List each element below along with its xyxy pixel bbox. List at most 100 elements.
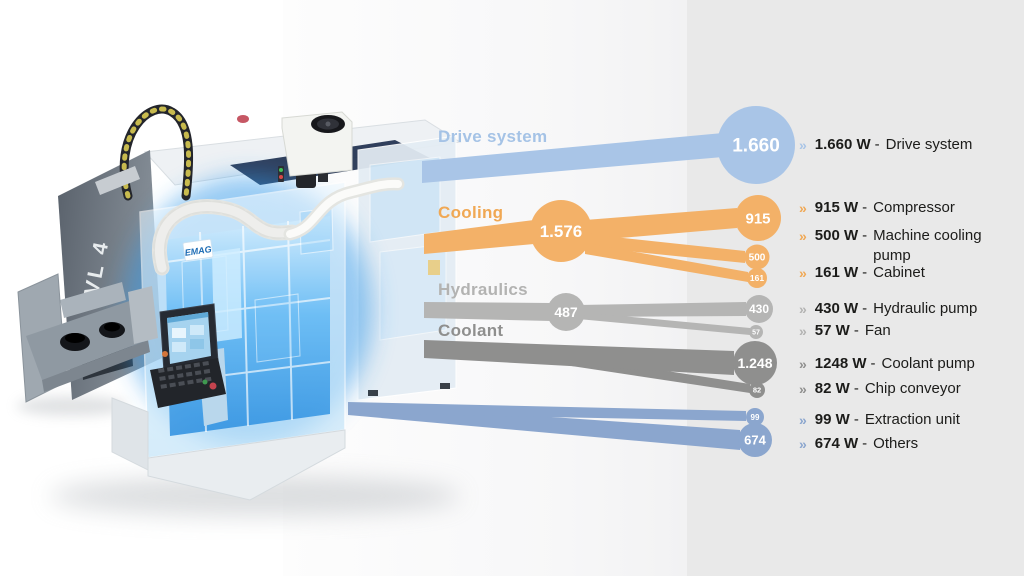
legend-desc: Others	[873, 435, 919, 452]
signal-red	[279, 175, 283, 179]
machine-base	[147, 429, 346, 501]
legend-dash: -	[862, 300, 868, 317]
platform-side	[128, 286, 158, 344]
cabinet-foot	[368, 390, 378, 396]
node-drive-total	[717, 106, 795, 184]
node-extraction-unit-value: 99	[751, 413, 760, 422]
legend-value: 430 W	[814, 300, 859, 317]
node-extraction-unit	[746, 408, 764, 426]
node-cabinet-value: 161	[750, 273, 764, 283]
legend-dash: -	[862, 435, 868, 452]
node-cabinet	[747, 268, 767, 288]
legend-value: 500 W	[814, 227, 859, 244]
fan-hub	[325, 121, 331, 127]
red-cap	[237, 115, 249, 123]
flow-bands-hydraulics	[424, 302, 750, 335]
node-compressor-value: 915	[745, 210, 770, 227]
legend-desc: Chip conveyor	[864, 380, 961, 397]
node-chip-conveyor	[749, 382, 765, 398]
legend-marker: »	[799, 356, 807, 372]
suction-foot-top	[104, 322, 120, 332]
platform-arm	[60, 282, 126, 318]
node-cooling-total-value: 1.576	[540, 222, 583, 241]
flow-label-coolant: Coolant	[438, 321, 504, 340]
legend-value: 82 W	[814, 380, 850, 397]
signal-green	[279, 168, 283, 172]
legend-value: 57 W	[814, 322, 850, 339]
legend-dash: -	[853, 322, 859, 339]
legend-marker: »	[799, 323, 807, 339]
flow-label-hydraulics: Hydraulics	[438, 280, 528, 299]
legend-value: 915 W	[814, 199, 859, 216]
legend-row-cabinet: » 161 W - Cabinet	[799, 263, 925, 283]
node-hydraulic-pump	[745, 295, 773, 323]
platform-shadow	[17, 396, 127, 416]
legend-value: 1.660 W	[814, 136, 871, 153]
machine-base-left	[111, 397, 149, 471]
legend-marker: »	[799, 412, 807, 428]
cabinet-foot	[440, 383, 450, 389]
legend-value: 161 W	[814, 264, 859, 281]
flow-bands-coolant	[424, 340, 750, 393]
legend-row-drive-system: » 1.660 W - Drive system	[799, 135, 972, 155]
brand-logo-text: EMAG	[184, 244, 212, 258]
legend-row-hydraulic-pump: » 430 W - Hydraulic pump	[799, 299, 977, 319]
node-machine-cooling-pump-value: 500	[749, 253, 766, 264]
keyboard-keys	[158, 361, 212, 389]
flow-bands-misc	[348, 402, 746, 450]
suction-foot-top	[65, 333, 85, 343]
flow-label-cooling: Cooling	[438, 203, 504, 222]
right-panel-background	[687, 0, 1024, 576]
legend-desc: Fan	[864, 322, 891, 339]
legend-row-compressor: » 915 W - Compressor	[799, 198, 955, 218]
node-others-value: 674	[744, 433, 766, 448]
legend-row-others: » 674 W - Others	[799, 434, 918, 454]
legend-desc: Extraction unit	[864, 411, 960, 428]
node-drive-total-value: 1.660	[732, 136, 780, 157]
node-hydraulics-total-value: 487	[554, 304, 578, 320]
legend-dash: -	[853, 411, 859, 428]
legend-desc: Coolant pump	[881, 355, 975, 372]
node-others	[738, 423, 772, 457]
legend-desc: Cabinet	[873, 264, 925, 281]
legend-value: 1248 W	[814, 355, 867, 372]
panel-button	[162, 351, 168, 357]
node-fan	[749, 325, 763, 339]
flow-band-drive	[422, 133, 723, 183]
legend-marker: »	[799, 301, 807, 317]
node-compressor	[735, 195, 781, 241]
legend-desc: Drive system	[885, 136, 973, 153]
legend-marker: »	[799, 381, 807, 397]
node-coolant-pump	[733, 341, 777, 385]
node-cooling-total	[530, 200, 592, 262]
cabinet-component	[428, 260, 440, 275]
legend-marker: »	[799, 436, 807, 452]
legend-row-machine-cooling-pump: » 500 W - Machine cooling pump	[799, 226, 993, 266]
legend-row-coolant-pump: » 1248 W - Coolant pump	[799, 354, 975, 374]
legend-dash: -	[862, 264, 868, 281]
platform-rim	[42, 340, 150, 392]
flow-nodes: 1.660 1.576 915 500 161 487 430 57 1.248…	[530, 106, 795, 457]
screen-ui	[167, 312, 209, 352]
legend-desc: Machine cooling pump	[873, 227, 982, 264]
legend-dash: -	[862, 199, 868, 216]
coolant-pipe	[152, 177, 405, 276]
flow-label-drive-system: Drive system	[438, 127, 548, 146]
legend-desc: Compressor	[873, 199, 955, 216]
node-chip-conveyor-value: 82	[753, 386, 761, 395]
brand-logo: EMAG	[182, 238, 214, 262]
estop-button	[209, 382, 217, 390]
legend-row-extraction-unit: » 99 W - Extraction unit	[799, 410, 960, 430]
legend-marker: »	[799, 228, 807, 244]
bright-panel	[212, 248, 242, 342]
node-machine-cooling-pump	[744, 244, 770, 270]
legend-dash: -	[853, 380, 859, 397]
cable-chain	[119, 104, 194, 201]
node-hydraulic-pump-value: 430	[749, 302, 769, 316]
legend-marker: »	[799, 137, 807, 153]
legend-value: 99 W	[814, 411, 850, 428]
node-coolant-pump-value: 1.248	[737, 355, 772, 371]
